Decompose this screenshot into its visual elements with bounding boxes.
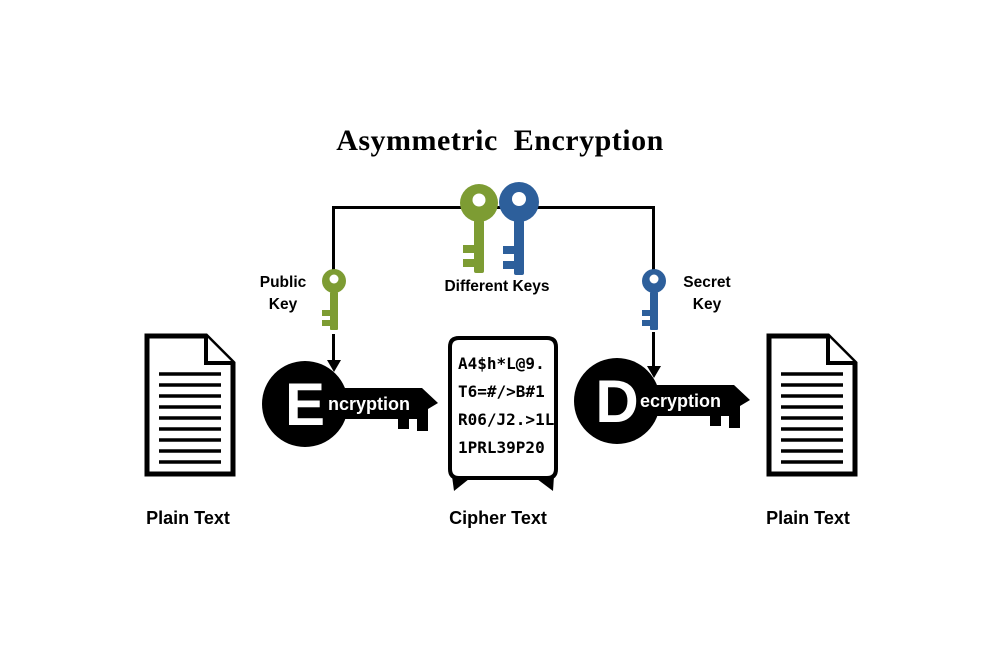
secret-key-label-line2: Key: [692, 296, 722, 313]
secret-key-icon: [642, 269, 666, 330]
different-keys-label: Different Keys: [444, 278, 550, 295]
diagram-title: Asymmetric Encryption: [336, 124, 664, 157]
cipher-text-content: A4$h*L@9. T6=#/>B#1 R06/J2.>1L 1PRL39P20: [458, 350, 558, 462]
secret-key-label: Secret Key: [676, 272, 738, 316]
cipher-line: 1PRL39P20: [458, 438, 545, 457]
cipher-line: R06/J2.>1L: [458, 410, 555, 429]
decryption-word-rest: ecryption: [640, 391, 721, 411]
connector-right-vertical-line: [652, 206, 655, 270]
arrowhead-to-encryption: [327, 360, 341, 372]
cipher-box-right-curl: [537, 476, 554, 491]
arrow-line-to-encryption: [332, 334, 335, 360]
cipher-box-left-curl: [452, 476, 469, 491]
public-key-label-line2: Key: [268, 296, 298, 313]
encryption-key-badge: E ncryption: [262, 361, 438, 447]
cipher-line: A4$h*L@9.: [458, 354, 545, 373]
secret-key-label-line1: Secret: [683, 274, 731, 291]
plain-text-document-right-icon: [766, 333, 858, 477]
different-keys-green-key-icon: [460, 184, 498, 273]
plain-text-document-left-icon: [144, 333, 236, 477]
encryption-word-rest: ncryption: [328, 394, 410, 414]
plain-text-right-label: Plain Text: [766, 508, 850, 528]
decryption-key-badge: D ecryption: [574, 358, 750, 444]
public-key-icon: [322, 269, 346, 330]
cipher-text-label: Cipher Text: [449, 508, 547, 528]
plain-text-left-label: Plain Text: [146, 508, 230, 528]
public-key-label: Public Key: [252, 272, 314, 316]
public-key-label-line1: Public: [259, 274, 307, 291]
arrow-line-to-decryption: [652, 332, 655, 366]
cipher-line: T6=#/>B#1: [458, 382, 545, 401]
connector-left-vertical-line: [332, 206, 335, 270]
different-keys-blue-key-icon: [499, 182, 539, 275]
cipher-text-box: [448, 336, 558, 491]
encryption-initial-letter: E: [285, 371, 325, 438]
decryption-initial-letter: D: [595, 368, 638, 435]
